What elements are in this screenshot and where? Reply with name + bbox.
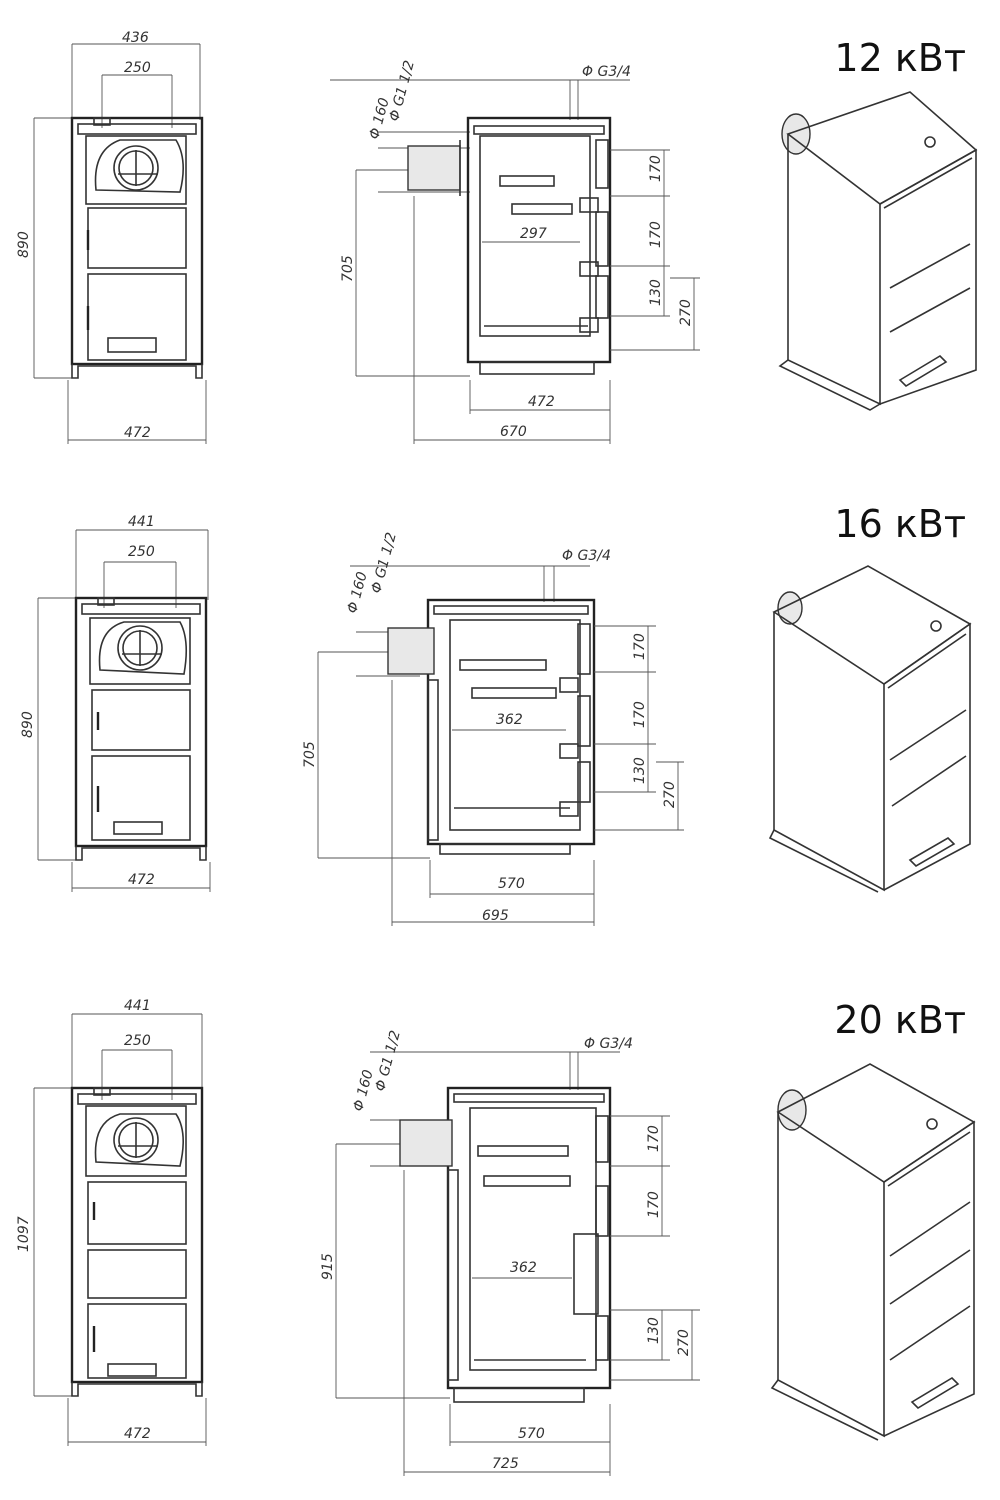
dim-base-width: 472 — [124, 425, 151, 441]
dim-body-depth: 570 — [518, 1426, 545, 1442]
dim-inner-depth: 362 — [496, 712, 523, 728]
dim-height: 890 — [16, 231, 32, 258]
dim-170-b: 170 — [648, 221, 664, 248]
dim-outlet-height: 705 — [302, 741, 318, 768]
dim-inner-depth: 297 — [520, 226, 547, 242]
dim-170-b: 170 — [632, 701, 648, 728]
dim-height: 890 — [20, 711, 36, 738]
pipe-out-label: Φ G3/4 — [562, 548, 611, 564]
dim-170-a: 170 — [632, 633, 648, 660]
model-title: 12 кВт — [834, 36, 966, 80]
dim-inner-depth: 362 — [510, 1260, 537, 1276]
boiler-row-16kw: 16 кВт 441 250 890 472 Φ G3/4 Φ 160 Φ G1… — [0, 490, 1000, 980]
dim-body-depth: 472 — [528, 394, 555, 410]
dim-130: 130 — [632, 757, 648, 784]
dim-top-width: 441 — [124, 998, 151, 1014]
model-title: 20 кВт — [834, 998, 966, 1042]
dim-270: 270 — [678, 299, 694, 326]
flue-label: Φ 160 — [350, 1068, 376, 1113]
dim-270: 270 — [676, 1329, 692, 1356]
dim-270: 270 — [662, 781, 678, 808]
dim-grate-width: 250 — [124, 1033, 151, 1049]
dim-total-depth: 670 — [500, 424, 527, 440]
pipe-in-label: Φ G1 1/2 — [368, 531, 400, 595]
model-title: 16 кВт — [834, 502, 966, 546]
isometric-view — [768, 565, 972, 893]
dim-170-b: 170 — [646, 1191, 662, 1218]
dim-top-width: 441 — [128, 514, 155, 530]
dim-130: 130 — [648, 279, 664, 306]
dim-outlet-height: 915 — [320, 1253, 336, 1280]
dim-total-depth: 725 — [492, 1456, 519, 1472]
dim-base-width: 472 — [128, 872, 155, 888]
front-view: 441 250 890 472 — [20, 514, 211, 892]
dim-170-a: 170 — [646, 1125, 662, 1152]
isometric-view — [778, 91, 978, 411]
dim-outlet-height: 705 — [340, 255, 356, 282]
dim-base-width: 472 — [124, 1426, 151, 1442]
dim-grate-width: 250 — [128, 544, 155, 560]
pipe-in-label: Φ G1 1/2 — [372, 1029, 404, 1093]
side-view: Φ G3/4 Φ 160 Φ G1 1/2 915 362 170 170 13… — [320, 1029, 700, 1476]
flue-label: Φ 160 — [344, 570, 370, 615]
side-view: Φ G3/4 Φ 160 Φ G1 1/2 705 297 170 170 13… — [330, 59, 700, 444]
pipe-in-label: Φ G1 1/2 — [386, 59, 418, 123]
front-view: 441 250 1097 472 — [16, 998, 207, 1446]
pipe-out-label: Φ G3/4 — [582, 64, 631, 80]
front-view: 436 250 890 472 — [16, 30, 207, 444]
side-view: Φ G3/4 Φ 160 Φ G1 1/2 705 362 170 170 13… — [302, 531, 684, 926]
dim-total-depth: 695 — [482, 908, 509, 924]
pipe-out-label: Φ G3/4 — [584, 1036, 633, 1052]
dim-grate-width: 250 — [124, 60, 151, 76]
boiler-row-12kw: 12 кВт 436 250 890 472 Φ G3/4 Φ 160 Φ G1… — [0, 0, 1000, 490]
dim-130: 130 — [646, 1317, 662, 1344]
isometric-view — [770, 1063, 976, 1441]
boiler-row-20kw: 20 кВт 441 250 1097 472 Φ G3/4 Φ 160 Φ G… — [0, 980, 1000, 1500]
dim-height: 1097 — [16, 1216, 32, 1252]
dim-top-width: 436 — [122, 30, 149, 46]
dim-body-depth: 570 — [498, 876, 525, 892]
dim-170-a: 170 — [648, 155, 664, 182]
